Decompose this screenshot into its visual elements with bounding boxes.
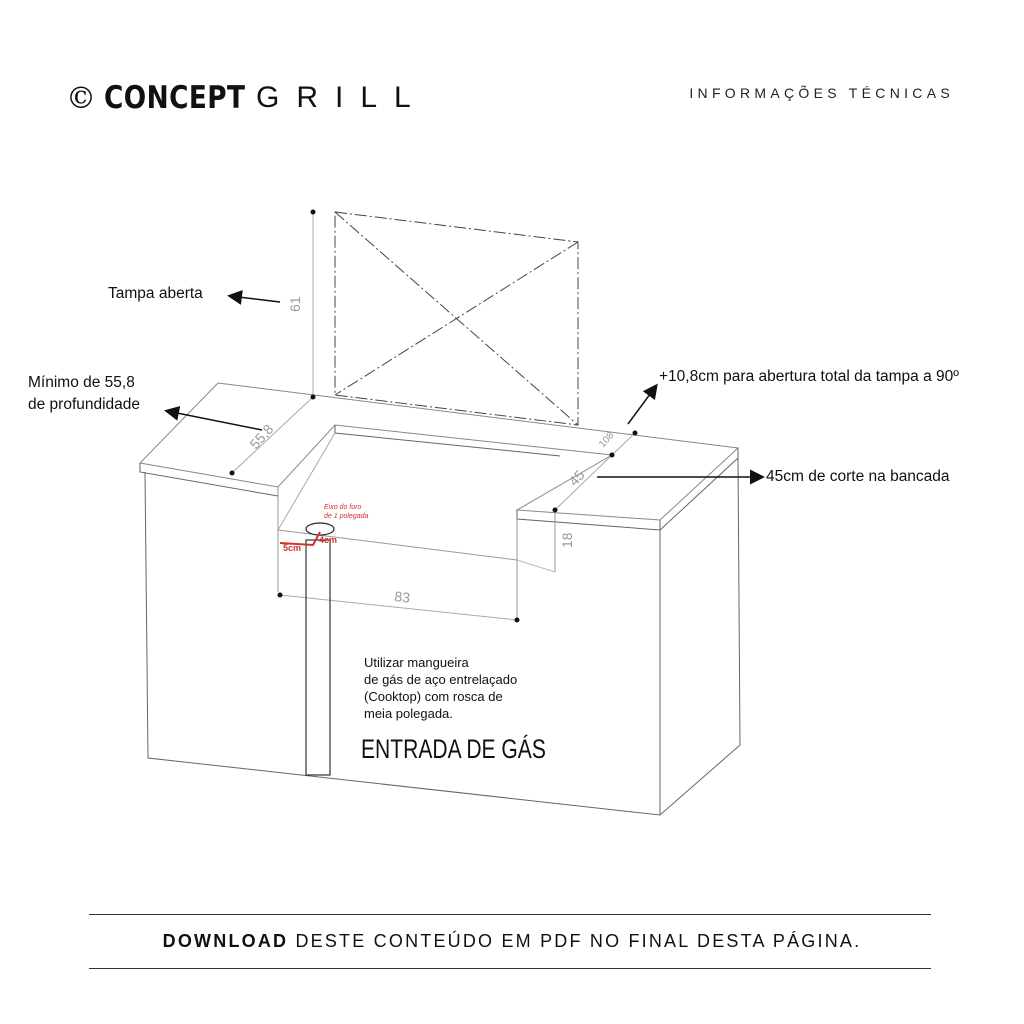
- hole-axis-line1: Eixo do furo: [324, 504, 362, 511]
- dim-recess: 18: [559, 532, 575, 548]
- open-lid: [334, 211, 579, 426]
- footer-text: DESTE CONTEÚDO EM PDF NO FINAL DESTA PÁG…: [288, 931, 862, 951]
- gas-pipe: [305, 539, 331, 776]
- hole-icon: [305, 522, 335, 536]
- hose-note-line: meia polegada.: [364, 706, 453, 721]
- callout-arrows: [164, 289, 765, 485]
- divider-bottom: [89, 968, 931, 969]
- brand-logo: © CONCEPT GRILL: [66, 80, 411, 116]
- hose-note-line: Utilizar mangueira: [364, 655, 469, 670]
- label-offset-x: 5cm: [283, 543, 302, 553]
- label-min-depth-1: Mínimo de 55,8: [28, 374, 135, 391]
- gas-inlet-label: ENTRADA DE GÁS: [361, 734, 546, 764]
- footer-download-note[interactable]: DOWNLOAD DESTE CONTEÚDO EM PDF NO FINAL …: [0, 931, 1024, 952]
- dimension-points: [229, 209, 638, 623]
- hose-note-line: de gás de aço entrelaçado: [364, 672, 518, 687]
- hole-offset-markers: [279, 531, 321, 547]
- dim-width: 83: [394, 588, 411, 606]
- section-title: INFORMAÇÕES TÉCNICAS: [689, 85, 954, 101]
- dim-cut: 45: [565, 467, 587, 489]
- logo-mark-icon: ©: [66, 80, 96, 116]
- dimension-lines: [231, 212, 636, 621]
- label-lid-open: Tampa aberta: [108, 285, 203, 302]
- hose-note: Utilizar mangueira de gás de aço entrela…: [364, 654, 517, 722]
- label-hole-axis: Eixo do furo de 1 polegada: [324, 503, 368, 521]
- dim-lid-height: 61: [287, 296, 303, 312]
- divider-top: [89, 914, 931, 915]
- label-offset-y: 4cm: [319, 535, 338, 545]
- hose-note-line: (Cooktop) com rosca de: [364, 689, 503, 704]
- dim-depth: 55,8: [246, 421, 276, 452]
- label-cut: 45cm de corte na bancada: [766, 468, 950, 485]
- label-min-depth-2: de profundidade: [28, 396, 141, 413]
- dimension-values: 61 55,8 108 45 18 83: [246, 296, 616, 605]
- footer-bold: DOWNLOAD: [162, 931, 289, 951]
- logo-text-bold: CONCEPT: [104, 80, 246, 116]
- label-extra-opening: +10,8cm para abertura total da tampa a 9…: [659, 368, 959, 385]
- logo-text-light: GRILL: [256, 81, 428, 114]
- hole-axis-line2: de 1 polegada: [324, 513, 369, 520]
